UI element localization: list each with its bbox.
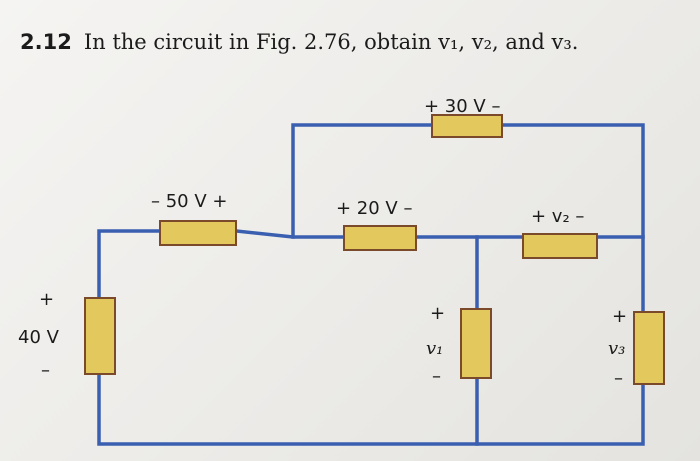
wire-bottom (97, 372, 645, 446)
element-40v-source (84, 297, 116, 375)
label-v1-minus: – (432, 366, 441, 387)
label-40v-value: 40 V (18, 327, 59, 348)
label-v3-plus: + (612, 306, 628, 327)
problem-number: 2.12 (20, 30, 72, 54)
element-v1 (460, 308, 492, 379)
element-v2 (522, 233, 598, 259)
element-30v (431, 114, 503, 138)
label-v1-plus: + (430, 303, 446, 324)
label-50v: – 50 V + (151, 191, 228, 212)
circuit-elements (84, 114, 665, 385)
label-v3: v₃ (608, 338, 626, 359)
element-v3 (633, 311, 665, 385)
problem-text: In the circuit in Fig. 2.76, obtain v₁, … (83, 30, 579, 54)
wire-top (291, 123, 645, 314)
label-v3-minus: – (614, 368, 623, 389)
label-20v: + 20 V – (336, 198, 413, 219)
wire-left-top (97, 229, 645, 302)
label-40v-plus: + (39, 289, 55, 310)
label-30v: + 30 V – (424, 96, 501, 117)
circuit-wires (97, 123, 645, 446)
label-40v-minus: – (41, 360, 50, 381)
element-20v (343, 225, 417, 251)
element-50v (159, 220, 237, 246)
label-v1: v₁ (426, 338, 444, 359)
problem-statement: 2.12 In the circuit in Fig. 2.76, obtain … (20, 30, 578, 54)
label-v2: + v₂ – (531, 206, 585, 227)
